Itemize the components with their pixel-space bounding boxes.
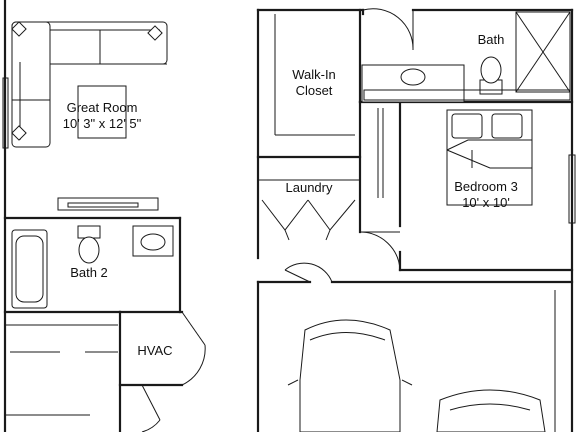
- bath-name: Bath: [478, 32, 505, 47]
- hvac-name: HVAC: [137, 343, 172, 358]
- walk-in-closet-line2: Closet: [296, 83, 333, 98]
- bedroom-3-name: Bedroom 3: [454, 179, 518, 194]
- great-room-dims: 10' 3" x 12' 5": [63, 116, 142, 131]
- fixtures: [5, 11, 571, 432]
- room-labels: Great Room 10' 3" x 12' 5" Walk-In Close…: [63, 32, 518, 358]
- bedroom-3-dims: 10' x 10': [462, 195, 510, 210]
- great-room-name: Great Room: [67, 100, 138, 115]
- doors: [141, 8, 414, 432]
- laundry-name: Laundry: [286, 180, 333, 195]
- bath-2-name: Bath 2: [70, 265, 108, 280]
- walk-in-closet-line1: Walk-In: [292, 67, 336, 82]
